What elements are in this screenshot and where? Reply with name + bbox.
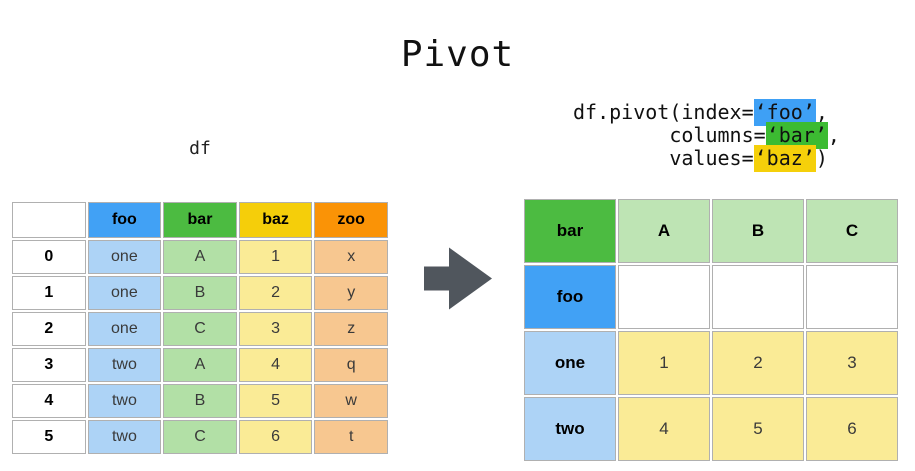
cell-baz: 2 bbox=[238, 276, 313, 310]
empty-cell bbox=[806, 265, 898, 329]
code-foo-highlight: ‘foo’ bbox=[753, 99, 816, 126]
cell-foo: one bbox=[87, 312, 162, 346]
code-line3-pre: values= bbox=[573, 146, 754, 170]
cell-bar: B bbox=[163, 384, 237, 418]
value-cell: 4 bbox=[618, 397, 710, 461]
cell-bar: C bbox=[163, 312, 237, 346]
cell-bar: C bbox=[163, 420, 237, 454]
cell-bar: A bbox=[163, 348, 237, 382]
cell-zoo: t bbox=[314, 420, 388, 454]
row-label-one: one bbox=[524, 331, 616, 395]
cell-foo: one bbox=[87, 276, 162, 310]
cell-baz: 1 bbox=[238, 240, 313, 274]
row-index: 3 bbox=[12, 348, 86, 382]
col-header-A: A bbox=[618, 199, 710, 263]
code-baz-highlight: ‘baz’ bbox=[753, 145, 816, 172]
table-row: 4 two B 5 w bbox=[12, 384, 388, 418]
pivot-result-table: bar A B C foo one 1 2 3 two 4 5 6 bbox=[522, 197, 900, 463]
result-row: one 1 2 3 bbox=[524, 331, 898, 395]
cell-bar: A bbox=[163, 240, 237, 274]
corner-cell-bar: bar bbox=[524, 199, 616, 263]
col-header-C: C bbox=[806, 199, 898, 263]
index-header-row: foo bbox=[524, 265, 898, 329]
table-row: 1 one B 2 y bbox=[12, 276, 388, 310]
cell-bar: B bbox=[163, 276, 237, 310]
table-row: 5 two C 6 t bbox=[12, 420, 388, 454]
index-header-foo: foo bbox=[524, 265, 616, 329]
cell-foo: two bbox=[87, 348, 162, 382]
row-index: 2 bbox=[12, 312, 86, 346]
table-row: 0 one A 1 x bbox=[12, 240, 388, 274]
result-row: two 4 5 6 bbox=[524, 397, 898, 461]
table-row: 2 one C 3 z bbox=[12, 312, 388, 346]
code-line2-post: , bbox=[827, 123, 840, 147]
code-line2-pre: columns= bbox=[573, 123, 766, 147]
col-header-zoo: zoo bbox=[314, 202, 388, 238]
code-line1-post: , bbox=[815, 100, 828, 124]
table-header-row: foo bar baz zoo bbox=[12, 202, 388, 238]
col-header-B: B bbox=[712, 199, 804, 263]
col-header-baz: baz bbox=[238, 202, 313, 238]
result-header-row: bar A B C bbox=[524, 199, 898, 263]
empty-cell bbox=[618, 265, 710, 329]
row-label-two: two bbox=[524, 397, 616, 461]
value-cell: 3 bbox=[806, 331, 898, 395]
row-index: 1 bbox=[12, 276, 86, 310]
value-cell: 2 bbox=[712, 331, 804, 395]
df-table-label: df bbox=[189, 138, 211, 159]
cell-baz: 6 bbox=[238, 420, 313, 454]
code-line1-pre: df.pivot(index= bbox=[573, 100, 754, 124]
cell-zoo: w bbox=[314, 384, 388, 418]
pivot-code-snippet: df.pivot(index=‘foo’, columns=‘bar’, val… bbox=[573, 99, 840, 172]
row-index: 5 bbox=[12, 420, 86, 454]
cell-zoo: x bbox=[314, 240, 388, 274]
col-header-foo: foo bbox=[87, 202, 162, 238]
code-bar-highlight: ‘bar’ bbox=[765, 122, 828, 149]
value-cell: 1 bbox=[618, 331, 710, 395]
row-index: 4 bbox=[12, 384, 86, 418]
right-arrow-icon bbox=[424, 247, 492, 310]
cell-baz: 4 bbox=[238, 348, 313, 382]
col-header-bar: bar bbox=[163, 202, 237, 238]
cell-zoo: q bbox=[314, 348, 388, 382]
value-cell: 5 bbox=[712, 397, 804, 461]
value-cell: 6 bbox=[806, 397, 898, 461]
cell-foo: one bbox=[87, 240, 162, 274]
cell-zoo: y bbox=[314, 276, 388, 310]
cell-baz: 5 bbox=[238, 384, 313, 418]
cell-baz: 3 bbox=[238, 312, 313, 346]
page-title: Pivot bbox=[400, 34, 515, 75]
cell-zoo: z bbox=[314, 312, 388, 346]
cell-foo: two bbox=[87, 384, 162, 418]
row-index: 0 bbox=[12, 240, 86, 274]
empty-cell bbox=[712, 265, 804, 329]
source-dataframe-table: foo bar baz zoo 0 one A 1 x 1 one B 2 y … bbox=[10, 200, 390, 456]
cell-foo: two bbox=[87, 420, 162, 454]
corner-cell bbox=[12, 202, 86, 238]
code-line3-post: ) bbox=[815, 146, 828, 170]
table-row: 3 two A 4 q bbox=[12, 348, 388, 382]
